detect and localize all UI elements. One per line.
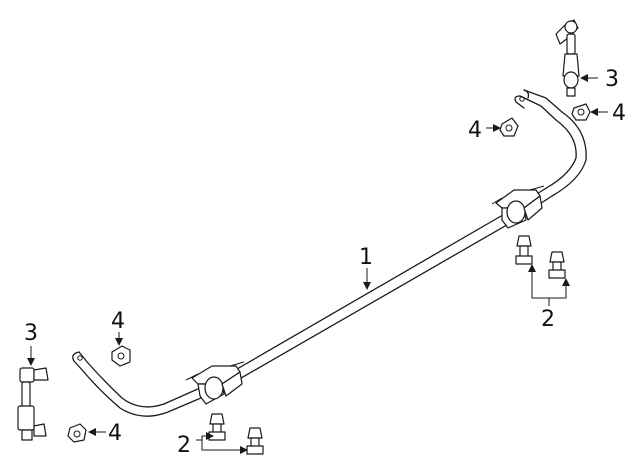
bushing-bracket-right [491,185,545,229]
callout-labels: 1 3 4 4 2 3 4 4 2 [24,67,626,458]
nut-left-upper [111,345,131,367]
callout-link-left: 3 [24,321,38,346]
bolt-right-a [515,235,533,265]
bushing-bracket-left [185,361,245,405]
callout-stabilizer-bar: 1 [359,245,373,270]
bolt-right-b [548,251,566,279]
stabilizer-bar [72,89,587,417]
nut-right-lower [499,117,519,137]
callout-nut-left-lower: 4 [108,421,122,446]
callout-nut-left-upper: 4 [111,309,125,334]
callout-bolts-front: 2 [177,433,191,458]
callout-nut-right-upper: 4 [612,101,626,126]
bolt-left-b [246,427,264,455]
callout-link-right: 3 [605,67,619,92]
nut-right-upper [571,103,591,121]
leader-lines [27,74,608,454]
stabilizer-link-left [17,367,49,441]
callout-bolts-rear: 2 [541,307,555,332]
nut-left-lower [67,423,87,443]
bolt-left-a [208,413,226,441]
stabilizer-link-right [555,19,580,97]
callout-nut-right-lower: 4 [468,118,482,143]
